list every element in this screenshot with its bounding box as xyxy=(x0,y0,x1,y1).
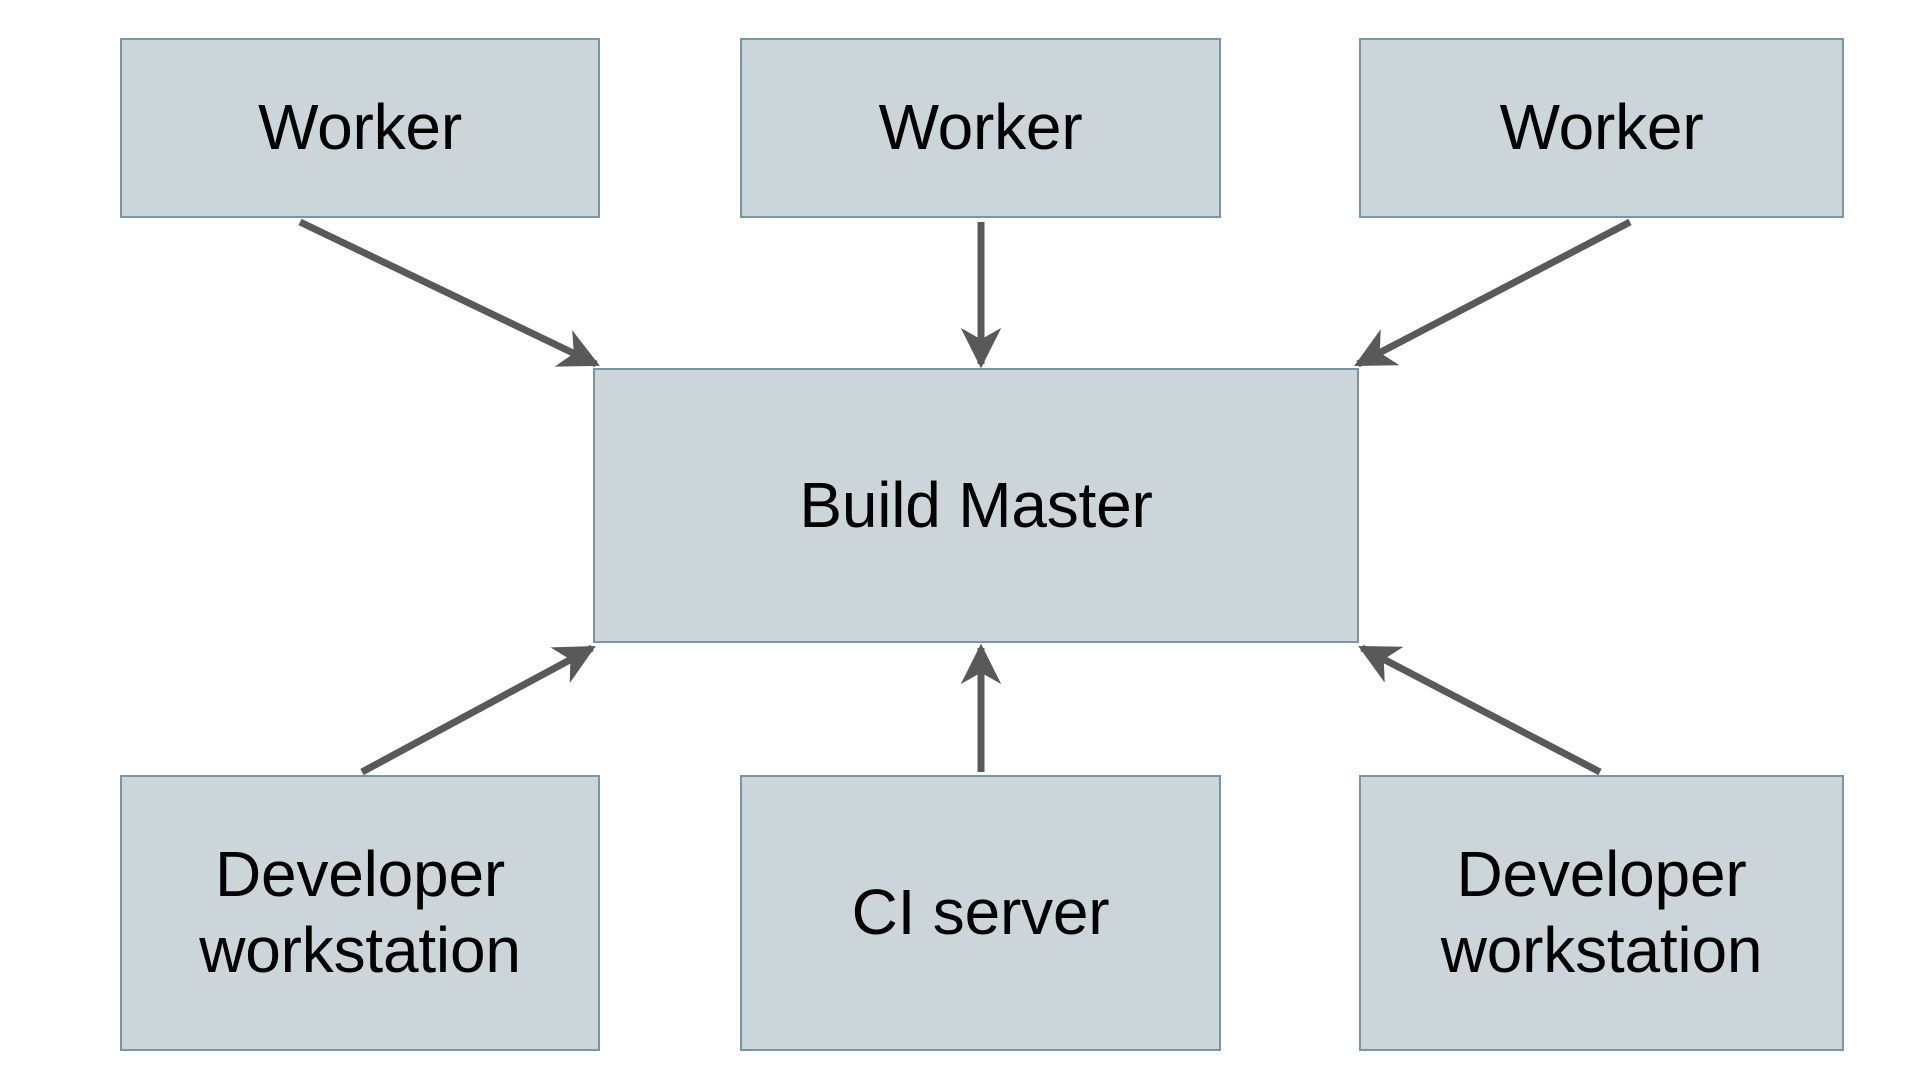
node-worker-1-label: Worker xyxy=(258,91,462,164)
edge-worker-3-to-build-master xyxy=(1354,218,1632,368)
node-worker-3-label: Worker xyxy=(1499,91,1704,164)
node-build-master-label: Build Master xyxy=(799,468,1153,541)
node-ci-server[interactable]: CI server xyxy=(740,775,1221,1051)
node-build-master[interactable]: Build Master xyxy=(593,368,1359,643)
node-worker-2-label: Worker xyxy=(878,91,1083,164)
edge-dev-right-to-build-master xyxy=(1358,644,1602,776)
node-worker-3[interactable]: Worker xyxy=(1359,38,1844,218)
node-developer-workstation-right[interactable]: Developer workstation xyxy=(1359,775,1844,1051)
node-worker-2[interactable]: Worker xyxy=(740,38,1221,218)
node-worker-1[interactable]: Worker xyxy=(120,38,600,218)
node-developer-workstation-left-label: Developer workstation xyxy=(199,838,521,986)
node-ci-server-label: CI server xyxy=(851,876,1110,949)
node-developer-workstation-right-label: Developer workstation xyxy=(1440,838,1763,986)
edge-worker-1-to-build-master xyxy=(298,218,600,368)
node-developer-workstation-left[interactable]: Developer workstation xyxy=(120,775,600,1051)
edge-dev-left-to-build-master xyxy=(360,644,596,776)
